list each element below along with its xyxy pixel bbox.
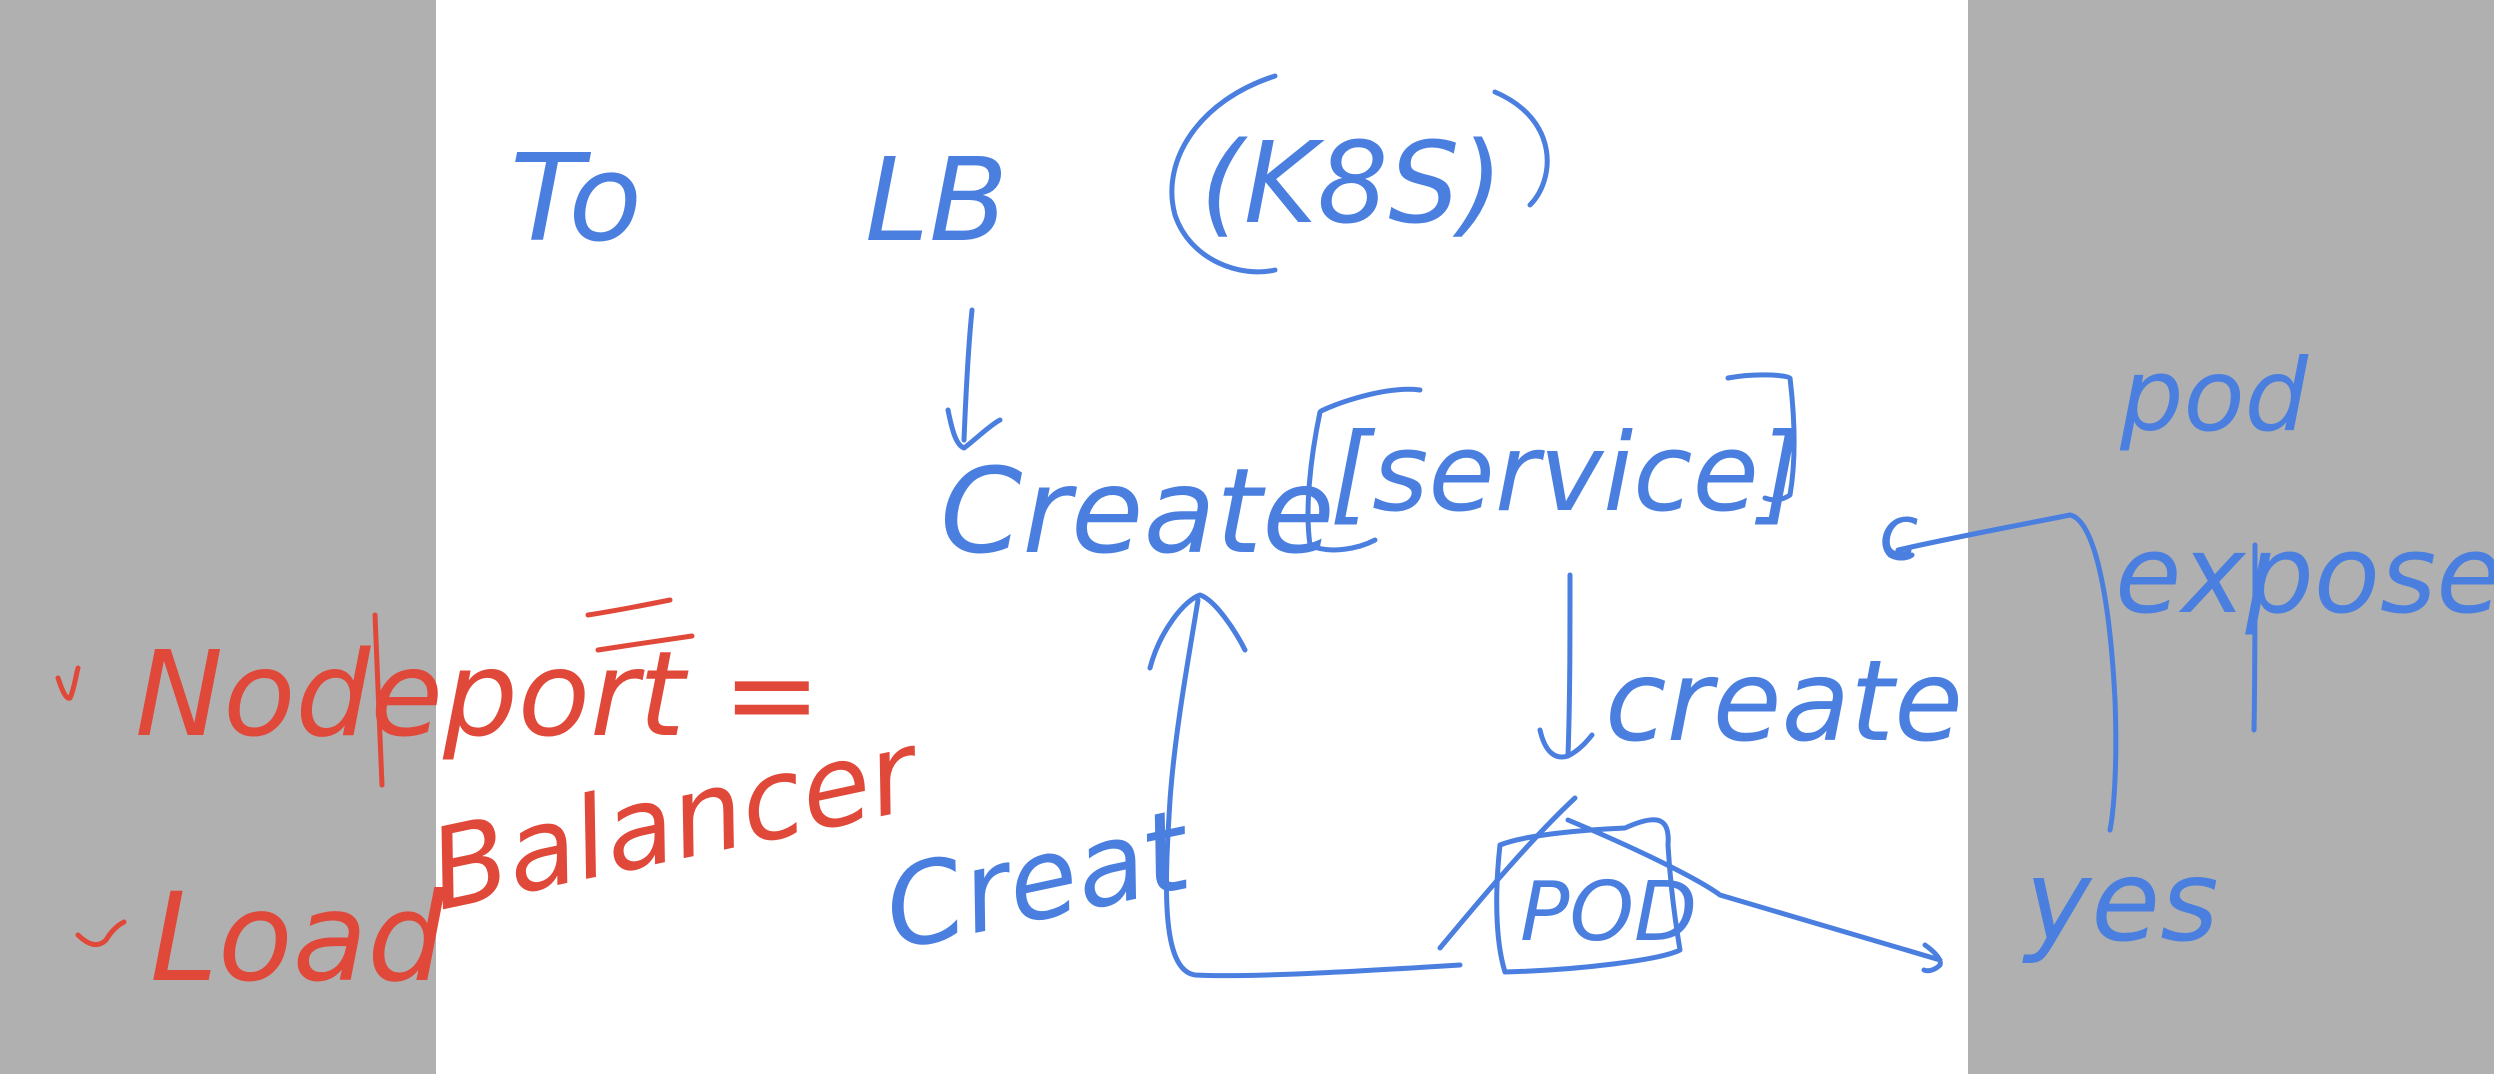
service-open-bracket — [1305, 386, 1423, 553]
blue-text: To LB (K8S) Create [service] create POD … — [510, 119, 2494, 976]
create-label: Create — [940, 442, 1335, 580]
k8s-close-paren — [1492, 89, 1550, 208]
blue-strokes — [945, 73, 2258, 979]
c-arrow-label: c — [1880, 491, 1919, 573]
loadbalancer-check — [75, 919, 127, 948]
right-expose-label: expose — [2115, 513, 2494, 638]
red-text: Nodeport = Load Balancer — [135, 625, 933, 1009]
pod-box-diagonal — [1437, 795, 1578, 951]
heading-to: To — [510, 130, 642, 269]
k8s-open-paren — [1169, 73, 1278, 275]
c-arrow-head — [1882, 517, 1915, 561]
right-yes-label: yes — [2022, 837, 2219, 967]
white-page — [436, 0, 1968, 1074]
right-bracket-curve — [1895, 512, 2119, 833]
expose-p-stem — [2251, 542, 2258, 733]
heading-k8s: (K8S) — [1200, 119, 1503, 249]
right-pod-label: pod — [2119, 337, 2309, 454]
load-label: Load — [150, 867, 445, 1009]
heading-lb: LB — [865, 134, 1008, 268]
pod-box — [1494, 817, 1683, 975]
nodeport-equals-bottom — [595, 633, 695, 653]
red-strokes — [55, 597, 695, 948]
nodeport-check — [55, 665, 81, 701]
up-arrow-loop — [1147, 592, 1463, 979]
nodeport-equals-top — [585, 597, 673, 618]
nodeport-t-stem — [372, 612, 385, 788]
pod-right-arrow — [1565, 817, 1943, 974]
service-label: [service] — [1330, 411, 1801, 536]
pod-box-label: POD — [1520, 865, 1697, 960]
nodeport-label: Nodeport = — [135, 625, 821, 763]
left-gray-margin — [0, 0, 436, 1074]
service-close-bracket — [1725, 372, 1797, 503]
service-down-arrow — [1537, 572, 1595, 760]
lb-down-arrow — [945, 307, 1003, 451]
right-gray-margin — [1968, 0, 2494, 1074]
create-right-label: create — [1605, 637, 1963, 767]
